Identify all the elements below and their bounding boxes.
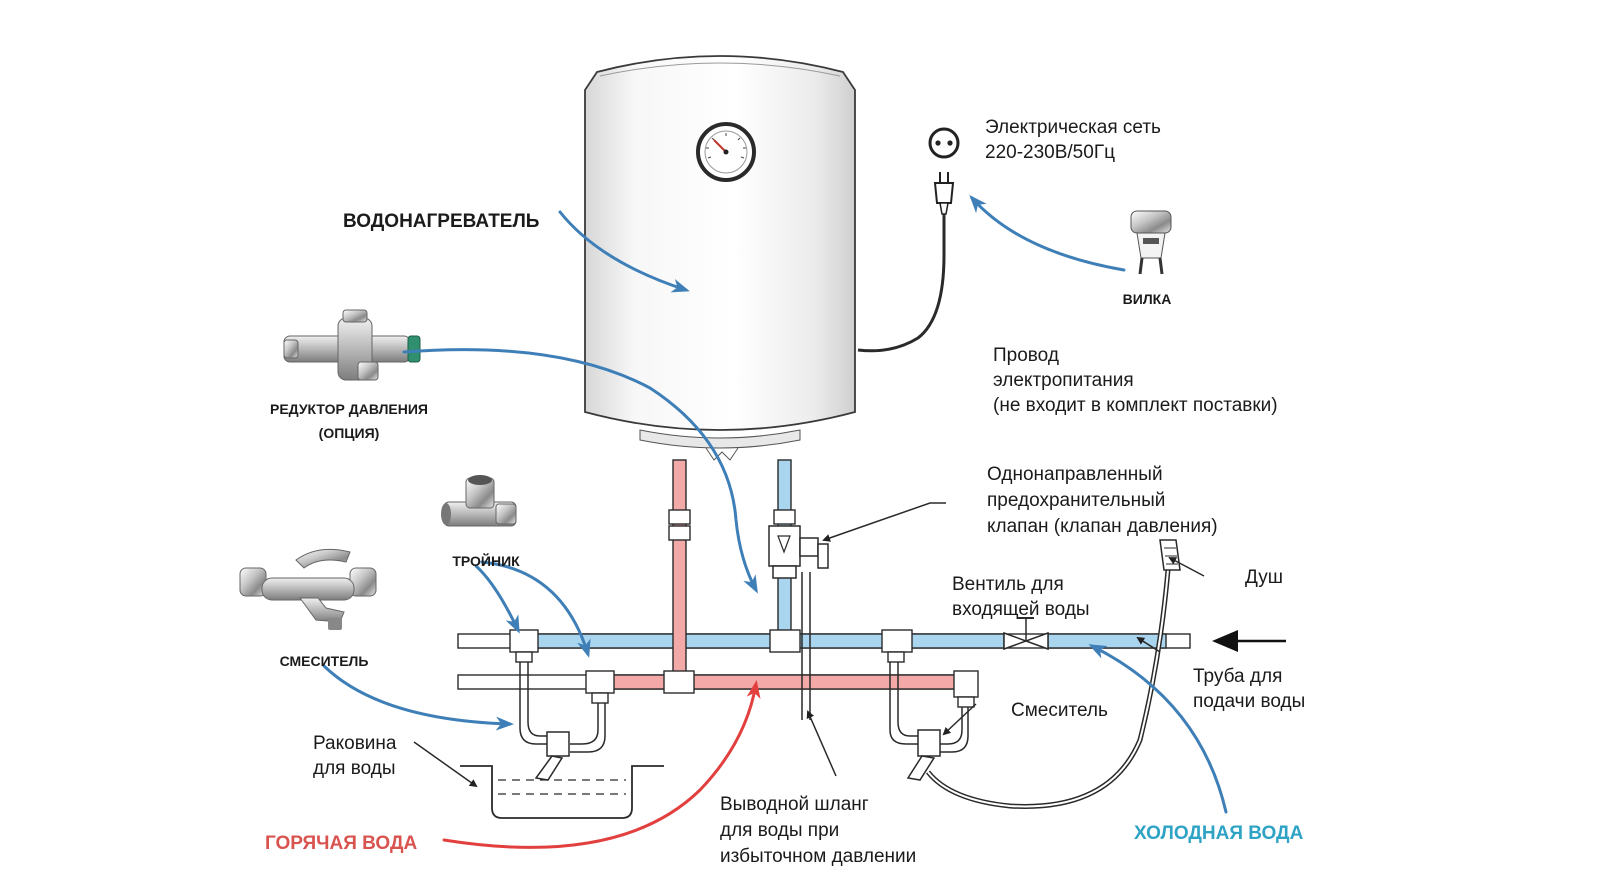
water-heater-tank xyxy=(584,55,856,461)
thermometer-icon xyxy=(696,122,756,182)
mixer-faucet-icon xyxy=(239,548,377,630)
label-hose-1: Выводной шланг xyxy=(720,794,869,815)
label-sink-2: для воды xyxy=(313,758,396,779)
label-mains-1: Электрическая сеть xyxy=(985,117,1161,138)
power-cable xyxy=(857,214,946,353)
shower-hose xyxy=(926,569,1171,809)
label-inlet-valve-1: Вентиль для xyxy=(952,574,1064,595)
shower-head-icon xyxy=(1159,539,1181,571)
label-plug: ВИЛКА xyxy=(1123,291,1172,307)
arrow-hot-water xyxy=(442,680,761,849)
label-valve-2: предохранительный xyxy=(987,490,1165,511)
sink-faucet-plumbing xyxy=(519,662,606,781)
hot-outlet-pipe xyxy=(672,459,687,683)
drain-hose xyxy=(801,572,811,720)
mains-socket-icon xyxy=(928,127,960,159)
pointer-lines xyxy=(413,502,1205,788)
inlet-valve xyxy=(1003,617,1049,651)
label-supply-2: подачи воды xyxy=(1193,691,1305,712)
label-reducer-2: (ОПЦИЯ) xyxy=(319,425,380,441)
label-shower: Душ xyxy=(1245,567,1283,588)
blue-callout-arrows xyxy=(322,195,1228,814)
label-hot-water: ГОРЯЧАЯ ВОДА xyxy=(265,833,417,854)
cold-water-pipe xyxy=(457,633,1191,649)
label-cable-3: (не входит в комплект поставки) xyxy=(993,395,1278,416)
arrow-cold-water xyxy=(1088,644,1228,814)
tee-fitting-icon xyxy=(441,475,517,527)
label-valve-3: клапан (клапан давления) xyxy=(987,516,1218,537)
plug-drawing-icon xyxy=(933,172,955,215)
label-valve-1: Однонаправленный xyxy=(987,464,1163,485)
safety-valve xyxy=(768,525,829,579)
plug-photo-icon xyxy=(1130,210,1172,275)
arrow-mixer xyxy=(322,664,514,731)
label-hose-3: избыточном давлении xyxy=(720,846,916,867)
sink-basin xyxy=(460,765,664,819)
pressure-reducer-icon xyxy=(283,309,421,381)
arrow-plug xyxy=(969,195,1126,272)
label-tee: ТРОЙНИК xyxy=(452,552,520,569)
arrow-heater xyxy=(558,210,690,293)
label-cold-water: ХОЛОДНАЯ ВОДА xyxy=(1134,823,1304,844)
label-reducer-1: РЕДУКТОР ДАВЛЕНИЯ xyxy=(270,401,428,417)
hot-water-pipe xyxy=(457,674,971,690)
arrow-tee-1 xyxy=(474,564,520,634)
shower-mixer-plumbing xyxy=(889,662,969,781)
inflow-arrow xyxy=(1212,630,1286,652)
pipe-nuts xyxy=(668,509,796,541)
label-mains-2: 220-230В/50Гц xyxy=(985,142,1115,163)
label-hose-2: для воды при xyxy=(720,820,839,841)
arrow-tee-2 xyxy=(480,560,591,658)
pipe-fittings xyxy=(509,629,979,708)
label-cable-2: электропитания xyxy=(993,370,1134,391)
label-supply-1: Труба для xyxy=(1193,666,1282,687)
arrow-reducer xyxy=(402,348,758,594)
label-inlet-valve-2: входящей воды xyxy=(952,599,1090,620)
label-heater: ВОДОНАГРЕВАТЕЛЬ xyxy=(343,211,539,232)
label-mixer: Смеситель xyxy=(1011,700,1108,721)
label-mixer-caps: СМЕСИТЕЛЬ xyxy=(280,653,369,669)
label-cable-1: Провод xyxy=(993,345,1059,366)
label-sink-1: Раковина xyxy=(313,733,397,754)
